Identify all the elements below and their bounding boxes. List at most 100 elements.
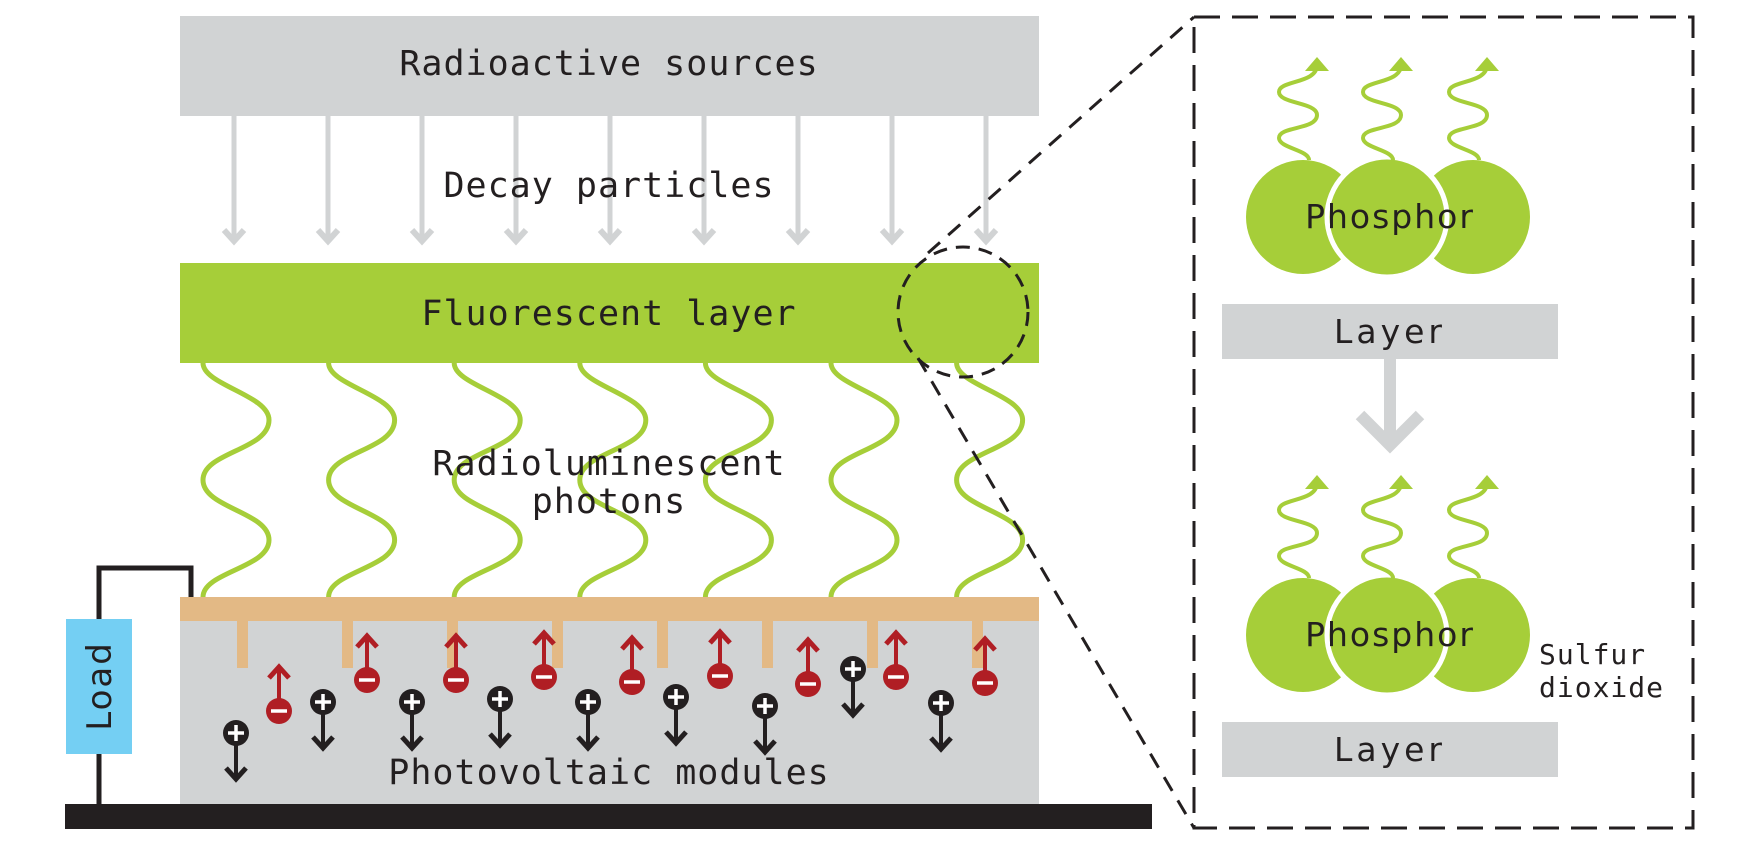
layer-bar-top: [1222, 304, 1558, 359]
fluorescent-layer-bar: [180, 263, 1039, 363]
photon-wave: [954, 362, 1026, 598]
hole-icon: [575, 689, 601, 752]
layer-label-bottom: Layer: [1334, 730, 1446, 769]
electron-icon: [266, 663, 292, 724]
radioluminescent-label-line2: photons: [532, 482, 687, 522]
emitted-photon-arrowhead: [1389, 475, 1413, 489]
emitted-photon-icon: [1360, 57, 1413, 161]
electron-icon: [883, 629, 909, 690]
hole-arrow-head: [400, 735, 424, 752]
load-label: Load: [80, 641, 120, 731]
hole-arrow-head: [224, 766, 248, 783]
charge-carriers: [223, 628, 998, 783]
decay-arrow-icon: [503, 116, 529, 246]
emitted-photon-wave: [1446, 64, 1490, 161]
decay-arrow-head: [315, 227, 341, 246]
electron-arrow-head: [444, 632, 468, 649]
phosphor-particle: [1416, 578, 1530, 692]
load-block: Load: [66, 619, 132, 754]
photon-wave: [200, 362, 272, 598]
electron-icon: [972, 635, 998, 696]
electron-icon: [795, 636, 821, 697]
emitted-photon-wave: [1360, 482, 1404, 579]
emitted-photon-wave: [1446, 482, 1490, 579]
hole-icon: [223, 720, 249, 783]
photon-waves: [200, 362, 1026, 598]
emitted-photon-icon: [1360, 475, 1413, 579]
decay-particles-label: Decay particles: [443, 166, 774, 206]
emitted-photon-wave: [1276, 64, 1320, 161]
detail-panel: Phosphor Layer Phosphor Sulfur dioxide L…: [1192, 15, 1695, 830]
fluorescent-layer-block: Fluorescent layer: [180, 263, 1039, 363]
fluorescent-layer-label: Fluorescent layer: [421, 294, 796, 334]
decay-arrow-head: [597, 227, 623, 246]
phosphor-particle: [1324, 572, 1450, 698]
hole-arrow-head: [664, 730, 688, 747]
hole-icon: [310, 689, 336, 752]
top-contact-bar: [180, 597, 1039, 621]
hole-arrow-head: [576, 735, 600, 752]
electron-arrow-head: [355, 632, 379, 649]
decay-arrow-head: [973, 227, 999, 246]
decay-particle-arrows: [221, 116, 999, 246]
contact-finger: [657, 619, 668, 668]
electron-arrow-head: [884, 629, 908, 646]
emitted-photon-arrowhead: [1389, 57, 1413, 71]
emitted-photon-arrowhead: [1305, 57, 1329, 71]
hole-icon: [752, 693, 778, 756]
electron-icon: [443, 632, 469, 693]
detail-panel-border: [1192, 15, 1695, 830]
sulfur-dioxide-label-line2: dioxide: [1539, 671, 1664, 704]
hole-icon: [663, 684, 689, 747]
electron-icon: [707, 628, 733, 689]
electron-arrow-head: [620, 634, 644, 651]
contact-finger: [552, 619, 563, 668]
photovoltaic-modules-block: Photovoltaic modules: [180, 597, 1039, 804]
hole-icon: [399, 689, 425, 752]
decay-arrow-icon: [973, 116, 999, 246]
hole-arrow-head: [753, 739, 777, 756]
electron-arrow-head: [708, 628, 732, 645]
layer-label-top: Layer: [1334, 312, 1446, 351]
emitted-photon-icon: [1446, 475, 1499, 579]
contact-finger: [972, 619, 983, 668]
phosphor-particle: [1324, 154, 1450, 280]
sulfur-dioxide-label-line1: Sulfur: [1539, 638, 1646, 671]
transition-arrow-icon: [1355, 359, 1425, 454]
radioactive-sources-label: Radioactive sources: [399, 44, 818, 84]
photon-wave: [326, 362, 398, 598]
emitted-photon-icon: [1276, 475, 1329, 579]
phosphor-particle: [1416, 160, 1530, 274]
decay-arrow-head: [221, 227, 247, 246]
decay-arrow-head: [879, 227, 905, 246]
hole-arrow-head: [311, 735, 335, 752]
zoom-connector-top: [927, 15, 1195, 255]
electron-arrow-head: [973, 635, 997, 652]
base-plate: [65, 804, 1152, 829]
hole-arrow-head: [488, 732, 512, 749]
photon-wave: [451, 362, 523, 598]
decay-arrow-icon: [409, 116, 435, 246]
load-box: [66, 619, 132, 754]
hole-icon: [928, 690, 954, 753]
decay-arrow-head: [785, 227, 811, 246]
decay-arrow-head: [409, 227, 435, 246]
photon-wave: [828, 362, 900, 598]
hole-arrow-head: [841, 702, 865, 719]
emitted-photon-wave: [1276, 482, 1320, 579]
photovoltaic-modules-label: Photovoltaic modules: [388, 753, 829, 793]
hole-arrow-head: [929, 736, 953, 753]
electron-arrow-head: [532, 629, 556, 646]
electron-icon: [354, 632, 380, 693]
layer-bar-bottom: [1222, 722, 1558, 777]
decay-arrow-icon: [315, 116, 341, 246]
magnifier-circle: [896, 245, 1030, 379]
contact-finger: [342, 619, 353, 668]
emitted-photon-arrowhead: [1475, 57, 1499, 71]
photon-wave: [577, 362, 649, 598]
phosphor-label-top: Phosphor: [1305, 197, 1475, 236]
decay-arrow-icon: [879, 116, 905, 246]
electron-arrow-head: [267, 663, 291, 680]
contact-finger: [237, 619, 248, 668]
emitted-photon-icon: [1276, 57, 1329, 161]
